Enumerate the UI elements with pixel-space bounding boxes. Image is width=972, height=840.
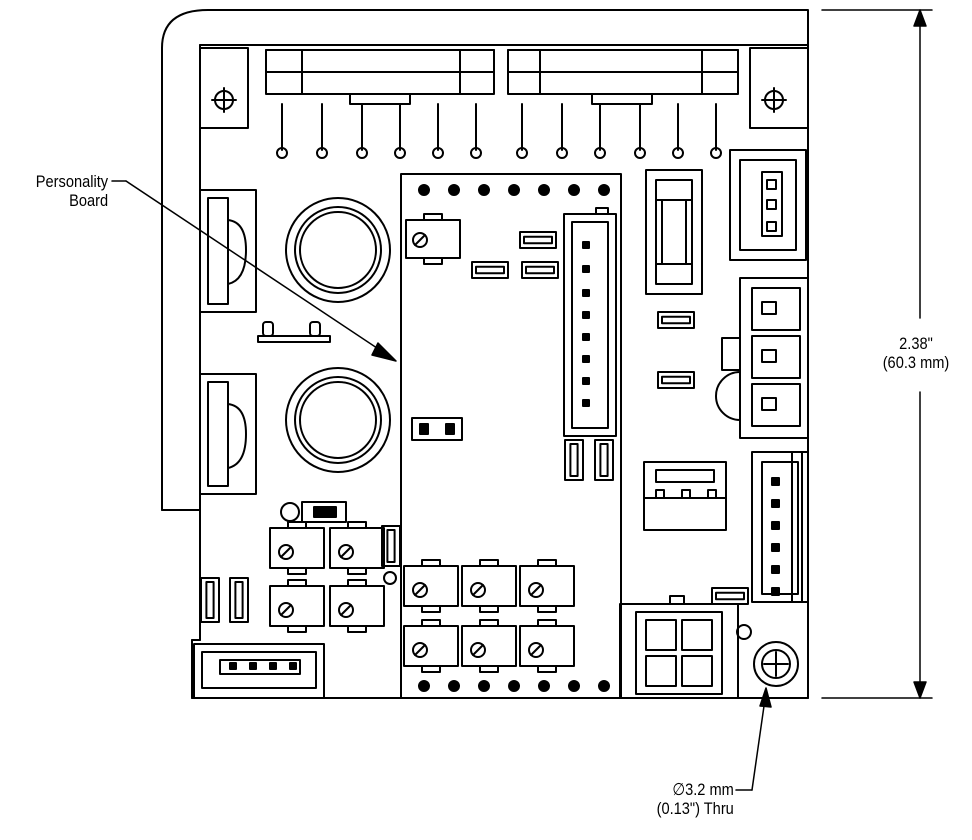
height-dimension-mm: (60.3 mm) (882, 353, 950, 372)
smd-components (200, 231, 749, 623)
jumper-link (257, 321, 331, 343)
trimpot-pb-top (405, 213, 461, 265)
heatsink-frame (161, 9, 809, 511)
personality-board-label: Personality Board (36, 172, 108, 210)
mounting-hole-top-right (749, 47, 809, 129)
top-connector-left (265, 49, 495, 105)
jumper-small (280, 501, 347, 523)
trimpot-left-grid (229, 521, 385, 670)
mount-hole-thru: (0.13") Thru (656, 799, 734, 818)
height-dimension-inch: 2.38" (899, 334, 933, 353)
power-connector-4pin (619, 595, 739, 699)
mounting-hole-top-left (199, 47, 249, 129)
power-transistor-upper (199, 189, 257, 313)
top-connector-right (507, 49, 739, 105)
mounting-hole-bottom-right (736, 624, 799, 687)
connector-6pin-pins (771, 477, 780, 596)
personality-board (400, 173, 622, 699)
capacitor-lower (285, 367, 391, 473)
connector-3pin-top-right (729, 149, 807, 261)
mount-hole-diameter: ∅3.2 mm (672, 780, 734, 799)
personality-board-leader (111, 180, 397, 362)
personality-board-label-line1: Personality (35, 172, 108, 191)
terminal-block-3pos (715, 277, 809, 439)
fuse-holder (645, 169, 703, 295)
capacitor-upper (285, 197, 391, 303)
power-transistor-lower (199, 373, 257, 495)
personality-board-pads (418, 184, 610, 692)
mount-hole-leader (735, 687, 772, 791)
mount-hole-label: ∅3.2 mm (0.13") Thru (657, 780, 734, 818)
connector-pins (276, 103, 722, 159)
connector-6pin-right (751, 451, 809, 603)
connector-5pin-bottom (193, 643, 325, 699)
pb-header-connector (563, 207, 617, 437)
personality-board-label-line2: Board (68, 191, 108, 210)
connector-4pin-white (643, 461, 727, 531)
height-dimension-lines (821, 9, 933, 699)
pb-header-pins (582, 241, 590, 407)
trimpot-array (403, 559, 575, 673)
height-dimension-label: 2.38" (60.3 mm) (870, 334, 963, 372)
